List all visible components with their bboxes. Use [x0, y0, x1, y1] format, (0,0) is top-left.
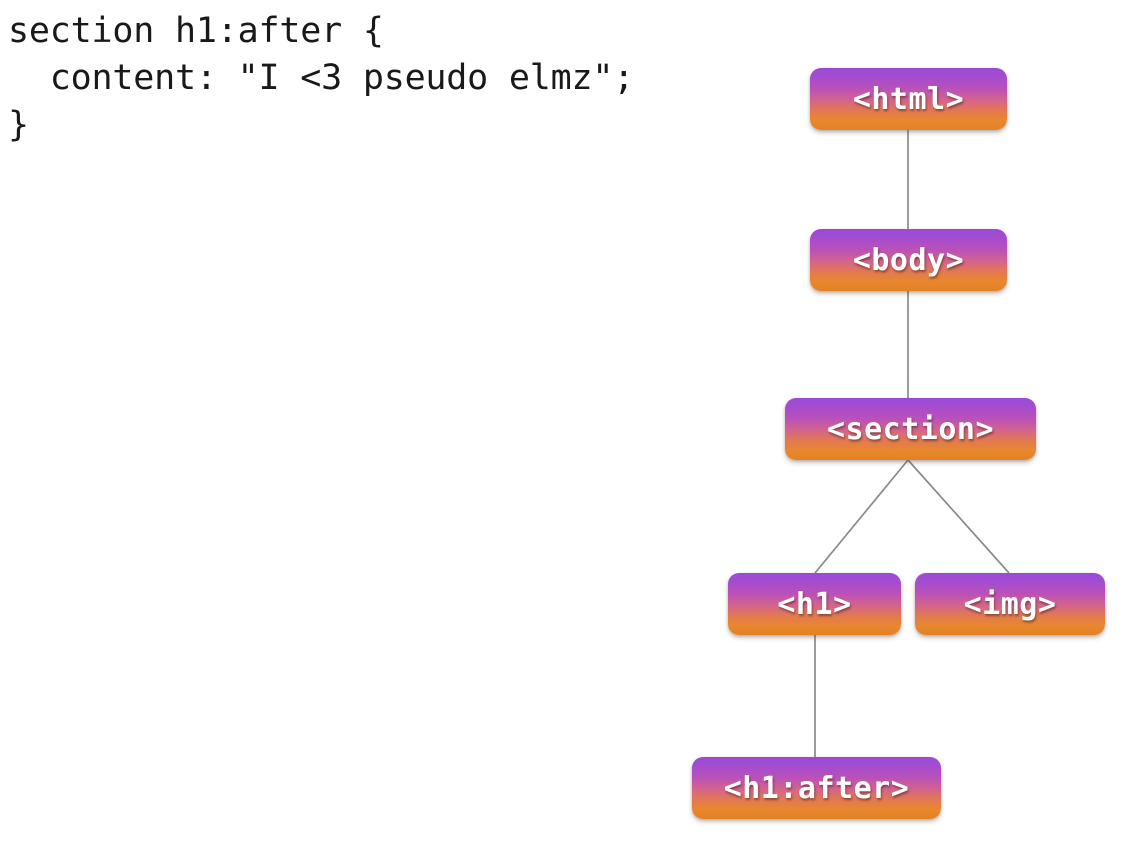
- tree-node-section[interactable]: <section>: [785, 398, 1036, 460]
- code-line-3: }: [8, 105, 29, 145]
- tree-node-h1[interactable]: <h1>: [728, 573, 901, 635]
- tree-node-h1-after-label: <h1:after>: [723, 770, 910, 806]
- tree-node-body[interactable]: <body>: [810, 229, 1007, 291]
- tree-node-html[interactable]: <html>: [810, 68, 1007, 130]
- tree-node-h1-label: <h1>: [777, 586, 852, 622]
- code-line-2: content: "I <3 pseudo elmz";: [8, 58, 635, 98]
- css-code-snippet: section h1:after { content: "I <3 pseudo…: [8, 8, 708, 149]
- tree-node-img[interactable]: <img>: [915, 573, 1105, 635]
- tree-node-section-label: <section>: [826, 411, 995, 447]
- edge-section-img: [907, 459, 1010, 574]
- code-line-1: section h1:after {: [8, 11, 384, 51]
- tree-node-html-label: <html>: [852, 81, 965, 117]
- edge-section-h1: [814, 459, 909, 574]
- tree-node-img-label: <img>: [963, 586, 1057, 622]
- tree-node-h1-after[interactable]: <h1:after>: [692, 757, 941, 819]
- tree-node-body-label: <body>: [852, 242, 965, 278]
